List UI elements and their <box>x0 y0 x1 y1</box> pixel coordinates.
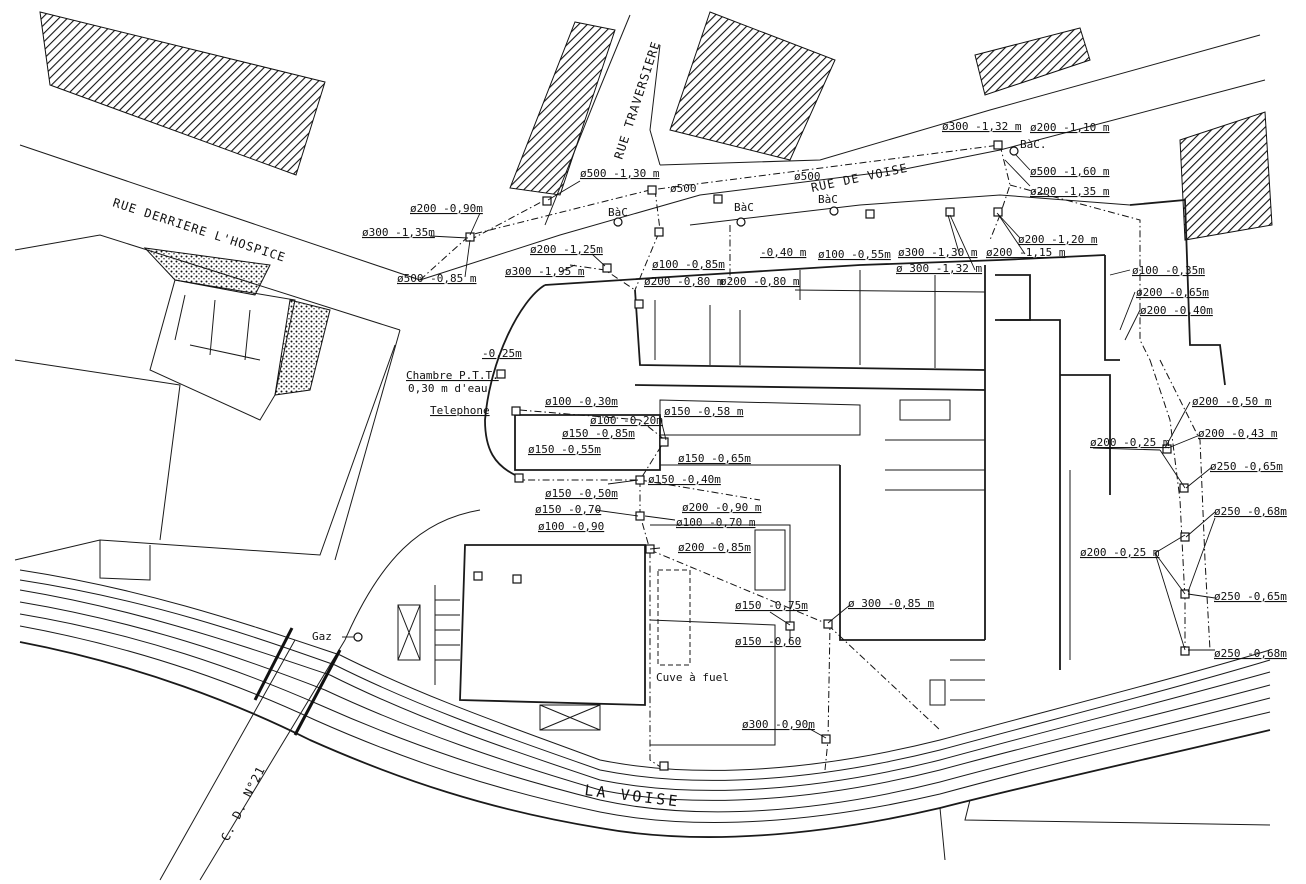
cd21-road <box>159 509 481 881</box>
hospice-building <box>149 279 296 421</box>
pipe-label: ø500 -1,30 m <box>580 167 660 180</box>
pipe-label: ø200 -1,25m <box>530 243 603 256</box>
gas-station-structure <box>397 604 421 661</box>
pipe-label: ø500 -0,85 m <box>397 272 477 285</box>
pipe-label: ø200 -0,85m <box>678 541 751 554</box>
garden-hedge-east <box>274 299 331 396</box>
pipe-label: ø200 -0,65m <box>1136 286 1209 299</box>
pipe-label: ø100 -0,70 m <box>676 516 756 529</box>
pipe-label: ø250 -0,65m <box>1210 460 1283 473</box>
pipe-label: ø300 -0,90m <box>742 718 815 731</box>
hatched-building-northwest <box>39 11 326 176</box>
site-buildings <box>397 199 1226 746</box>
bac-label-2: BàC <box>734 201 754 214</box>
pipe-label: ø300 -1,95 m <box>505 265 585 278</box>
fuel-tank-outline <box>657 569 691 666</box>
hatched-building-northeast <box>974 27 1091 96</box>
pipe-label: ø200 -0,90m <box>410 202 483 215</box>
garden-hedge-north <box>143 247 271 296</box>
pipe-label: ø150 -0,50m <box>545 487 618 500</box>
hatched-building-rue-traversiere <box>509 21 616 196</box>
pipe-label: ø150 -0,58 m <box>664 405 744 418</box>
pipe-label: ø250 -0,65m <box>1214 590 1287 603</box>
pipe-label: ø150 -0,40m <box>648 473 721 486</box>
pipe-label: ø150 -0,70 <box>535 503 601 516</box>
pipe-label: ø200 -0,43 m <box>1198 427 1278 440</box>
bac-circle-icon <box>736 217 746 227</box>
pipe-label: ø500 <box>794 170 821 183</box>
street-rue-traversiere: RUE TRAVERSIERE <box>612 39 663 161</box>
bac-label-1: BàC <box>608 206 628 219</box>
drainage-network <box>419 144 1211 771</box>
pipe-label: ø200 -0,25 m <box>1090 436 1170 449</box>
pipe-label: ø150 -0,65m <box>678 452 751 465</box>
hatched-building-north <box>669 11 836 161</box>
pipe-label: ø300 -1,30 m <box>898 246 978 259</box>
pipe-label: ø200 -1,15 m <box>986 246 1066 259</box>
bridge-east-rail <box>293 649 342 736</box>
pipe-label: ø200 -0,40m <box>1140 304 1213 317</box>
pipe-label: ø200 -0,25 m <box>1080 546 1160 559</box>
gas-valve-icon <box>353 632 363 642</box>
pipe-label: ø200 -1,10 m <box>1030 121 1110 134</box>
bac-label-3: BàC <box>818 193 838 206</box>
pipe-label: -0,40 m <box>760 246 807 259</box>
cuve-a-fuel-label: Cuve à fuel <box>656 671 729 684</box>
pipe-label: ø150 -0,60 <box>735 635 801 648</box>
pipe-label: ø200 -0,50 m <box>1192 395 1272 408</box>
street-lines <box>14 14 1266 581</box>
gaz-label: Gaz <box>312 630 332 643</box>
bac-circle-icon <box>829 206 839 216</box>
neighbour-buildings <box>39 11 1273 241</box>
street-cd21: C. D. N°21 <box>218 764 268 844</box>
telephone-label: Telephone <box>430 404 490 417</box>
label-pointers <box>342 154 1216 739</box>
pipe-label: ø300 -1,32 m <box>942 120 1022 133</box>
pipe-labels: ø200 -0,90m ø300 -1,35m ø500 -0,85 m ø50… <box>362 120 1287 731</box>
depth-label-025: -0,25m <box>482 347 522 360</box>
street-rue-de-voise: RUE DE VOISE <box>810 161 909 195</box>
pipe-label: ø100 -0,55m <box>818 248 891 261</box>
pipe-label: ø250 -0,68m <box>1214 505 1287 518</box>
place-labels: Chambre P.T.T. 0,30 m d'eau Telephone Ga… <box>312 138 1047 684</box>
pipe-label: ø150 -0,75m <box>735 599 808 612</box>
pipe-label: ø150 -0,55m <box>528 443 601 456</box>
hatched-building-east <box>1179 111 1273 241</box>
bac-circle-icon <box>613 217 623 227</box>
pipe-label: ø200 -1,35 m <box>1030 185 1110 198</box>
pipe-label: ø500 <box>670 182 697 195</box>
pipe-label: ø100 -0,20m <box>590 414 663 427</box>
pipe-label: ø500 -1,60 m <box>1030 165 1110 178</box>
pipe-label: ø200 -0,90 m <box>682 501 762 514</box>
bridge-west-rail <box>253 627 294 701</box>
pipe-label: ø200 -1,20 m <box>1018 233 1098 246</box>
pipe-label: ø100 -0,35m <box>1132 264 1205 277</box>
bac-label-4: BàC. <box>1020 138 1047 151</box>
chambre-ptt-label: Chambre P.T.T. <box>406 369 499 382</box>
pipe-label: ø100 -0,85m <box>652 258 725 271</box>
pipe-label: ø100 -0,30m <box>545 395 618 408</box>
pipe-label: ø 300 -0,85 m <box>848 597 934 610</box>
pipe-label: ø250 -0,68m <box>1214 647 1287 660</box>
pipe-label: ø100 -0,90 <box>538 520 604 533</box>
manholes <box>353 140 1190 771</box>
la-voise-river <box>19 569 1271 861</box>
chambre-ptt-water-label: 0,30 m d'eau <box>408 382 487 395</box>
pipe-label: ø300 -1,35m <box>362 226 435 239</box>
pipe-label: ø 300 -1,32 m <box>896 262 982 275</box>
bac-circle-icon <box>1009 146 1019 156</box>
pipe-label: ø200 -0,80 m <box>720 275 800 288</box>
pipe-label: ø150 -0,85m <box>562 427 635 440</box>
pipe-label: ø200 -0,80 m <box>644 275 724 288</box>
